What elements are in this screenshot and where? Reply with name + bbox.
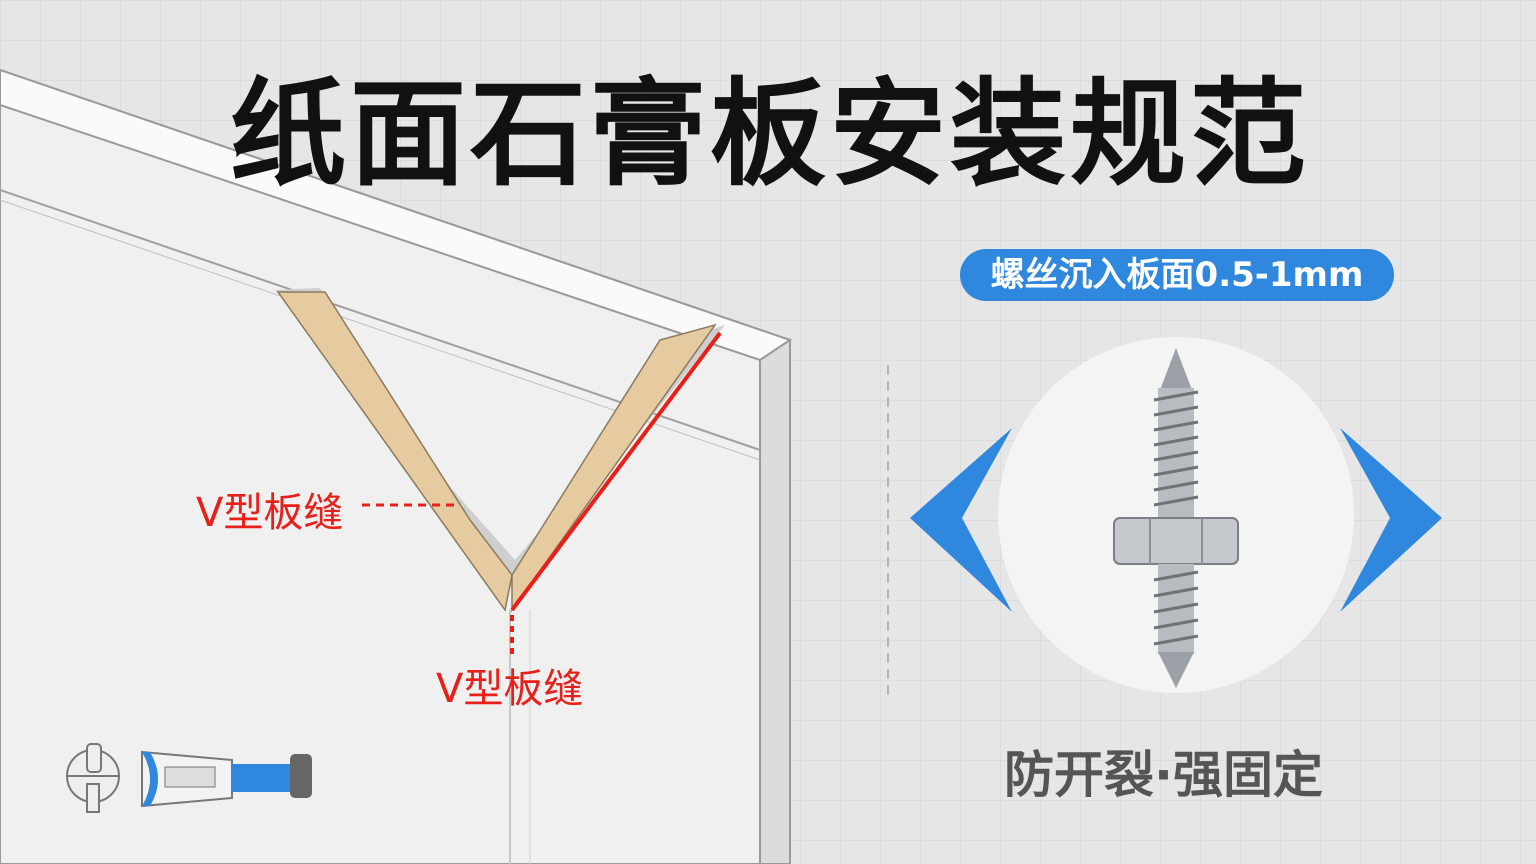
v-seam-label-bottom: V型板缝 xyxy=(436,666,584,712)
arrow-right-icon[interactable] xyxy=(1340,428,1442,612)
v-groove xyxy=(275,288,725,655)
arrow-left-icon[interactable] xyxy=(910,428,1012,612)
caulk-tube-icon xyxy=(141,750,312,808)
gypsum-board xyxy=(0,68,793,864)
benefit-caption: 防开裂·强固定 xyxy=(1004,746,1323,804)
screw-depth-badge: 螺丝沉入板面0.5-1mm xyxy=(960,249,1394,301)
anchor-icon xyxy=(66,743,120,813)
page-title: 纸面石膏板安装规范 xyxy=(230,67,1310,202)
v-seam-label-left: V型板缝 xyxy=(196,490,344,536)
screw-icon xyxy=(1113,348,1239,688)
